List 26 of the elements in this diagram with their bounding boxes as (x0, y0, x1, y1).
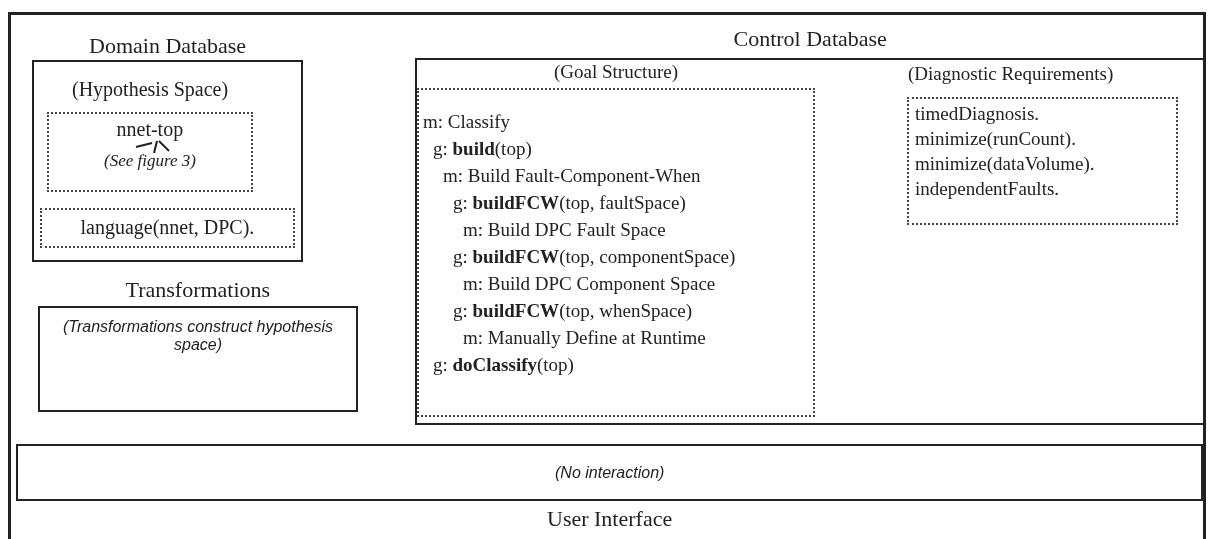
requirement-line: timedDiagnosis. (915, 104, 1040, 125)
goal-line: m: Manually Define at Runtime (463, 328, 706, 349)
requirement-line: independentFaults. (915, 179, 1060, 200)
goal-line: g: buildFCW(top, faultSpace) (453, 193, 686, 214)
code-text: language(nnet, DPC). (80, 216, 255, 238)
goal-line: g: build(top) (433, 139, 532, 160)
goal-line: m: Build Fault-Component-When (443, 166, 701, 187)
section-heading: Control Database (733, 27, 887, 52)
note-text: (No interaction) (555, 464, 665, 482)
note-text: (Transformations construct hypothesis space) (62, 318, 334, 354)
section-heading: Transformations (125, 278, 271, 303)
section-heading: (Hypothesis Space) (72, 78, 229, 100)
goal-line: g: buildFCW(top, whenSpace) (453, 301, 693, 322)
section-heading: Domain Database (89, 34, 246, 59)
goal-line: m: Classify (423, 112, 511, 133)
goal-line: g: doClassify(top) (433, 355, 574, 376)
requirement-line: minimize(runCount). (915, 129, 1076, 150)
goal-line: m: Build DPC Component Space (463, 274, 716, 295)
tree-root-text: nnet-top (116, 118, 184, 140)
note-text: (See figure 3) (104, 152, 196, 171)
goal-line: m: Build DPC Fault Space (463, 220, 666, 241)
section-heading: (Goal Structure) (554, 62, 678, 83)
requirement-line: minimize(dataVolume). (915, 154, 1095, 175)
section-heading: (Diagnostic Requirements) (908, 64, 1114, 85)
section-heading: User Interface (547, 507, 673, 532)
goal-line: g: buildFCW(top, componentSpace) (453, 247, 736, 268)
